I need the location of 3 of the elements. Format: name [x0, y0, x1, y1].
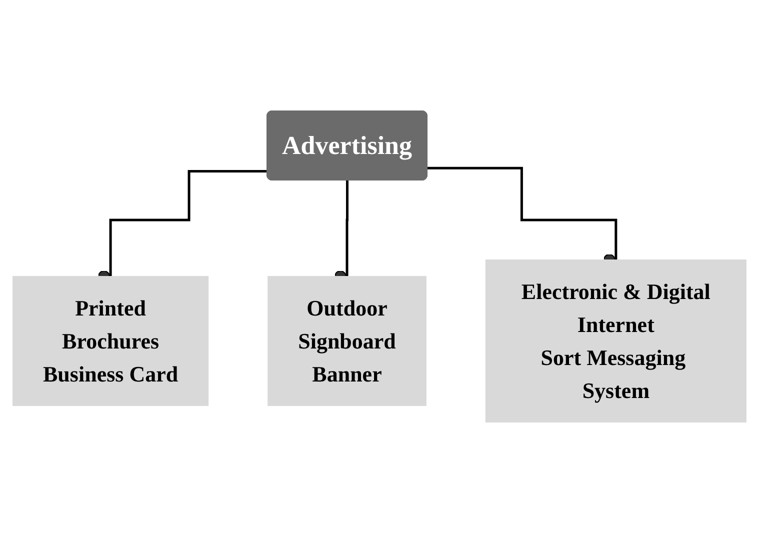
node-box: Outdoor Signboard Banner — [268, 276, 426, 406]
node-box: Electronic & Digital Internet Sort Messaging System — [485, 260, 746, 422]
node-box: Printed Brochures Business Card — [12, 276, 209, 406]
